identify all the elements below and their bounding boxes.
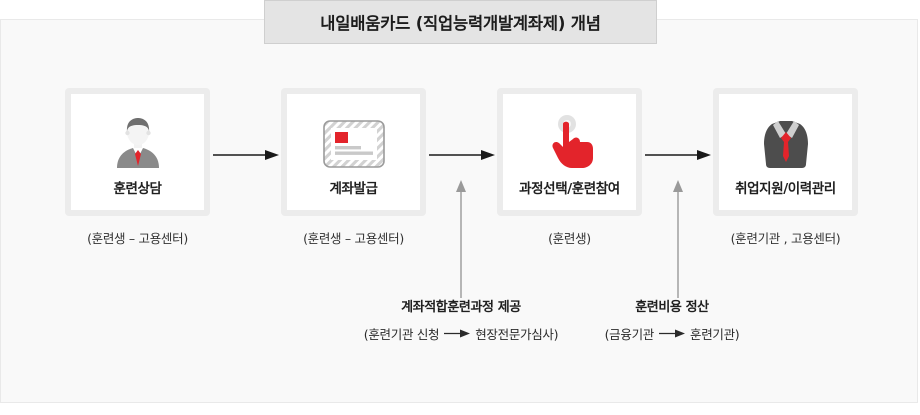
annotation-to: 현장전문가심사) [475,327,559,342]
step-caption: (훈련생 – 고용센터) [303,231,404,246]
arrow-note1-to-step3 [454,180,468,298]
step-caption: (훈련생) [548,231,591,246]
arrow-note2-to-step4 [671,180,685,298]
annotation-title: 훈련비용 정산 [635,300,709,315]
step-card: 계좌발급 [281,88,426,216]
flow-step-consultation: 훈련상담 (훈련생 – 고용센터) [65,88,210,247]
account-card-icon [322,108,385,168]
annotation-course-provision: 계좌적합훈련과정 제공 (훈련기관 신청 현장전문가심사) [341,296,581,343]
annotation-title: 계좌적합훈련과정 제공 [401,300,521,315]
step-caption: (훈련생 – 고용센터) [87,231,188,246]
step-label: 과정선택/훈련참여 [519,180,620,197]
arrow-step1-to-step2 [213,146,279,160]
step-card: 과정선택/훈련참여 [497,88,642,216]
annotation-detail: (훈련기관 신청 현장전문가심사) [341,324,581,343]
flow-step-course-selection: 과정선택/훈련참여 (훈련생) [497,88,642,247]
step-caption: (훈련기관 , 고용센터) [730,231,841,246]
step-card: 취업지원/이력관리 [713,88,858,216]
arrow-step2-to-step3 [429,146,495,160]
annotation-from: (금융기관 [604,327,655,342]
annotation-to: 훈련기관) [690,327,740,342]
suit-tie-icon [760,108,812,168]
right-arrow-icon [444,329,471,338]
flow-step-account-issue: 계좌발급 (훈련생 – 고용센터) [281,88,426,247]
annotation-from: (훈련기관 신청 [363,327,440,342]
step-label: 계좌발급 [329,180,378,197]
step-label: 훈련상담 [113,180,162,197]
pointing-hand-click-icon [543,108,597,168]
right-arrow-icon [659,329,685,338]
annotation-detail: (금융기관 훈련기관) [568,324,776,343]
flow-step-employment-support: 취업지원/이력관리 (훈련기관 , 고용센터) [713,88,858,247]
step-label: 취업지원/이력관리 [735,180,836,197]
step-card: 훈련상담 [65,88,210,216]
arrow-step3-to-step4 [645,146,711,160]
person-consultant-icon [111,108,165,168]
page-title: 내일배움카드 (직업능력개발계좌제) 개념 [320,14,601,33]
diagram-title-chip: 내일배움카드 (직업능력개발계좌제) 개념 [264,0,657,44]
annotation-cost-settlement: 훈련비용 정산 (금융기관 훈련기관) [568,296,776,343]
